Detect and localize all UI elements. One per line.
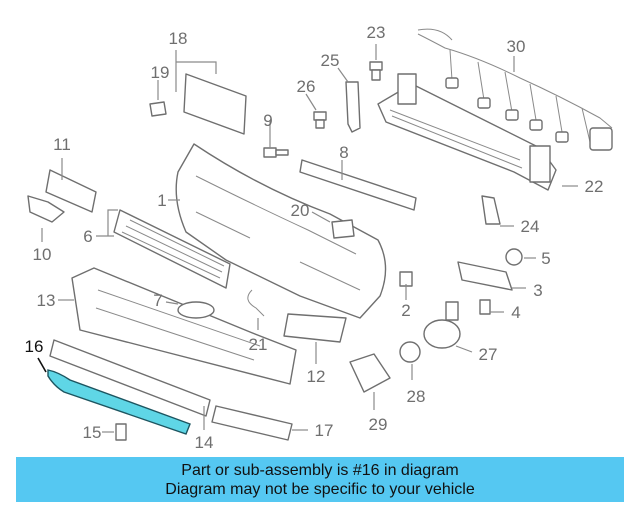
callout-23: 23 <box>367 23 386 42</box>
part-21-cable[interactable] <box>247 289 265 317</box>
part-15-pin[interactable] <box>115 423 127 441</box>
callout-26: 26 <box>297 77 316 96</box>
part-2-bolt[interactable] <box>399 271 413 287</box>
part-24-bracket[interactable] <box>481 195 501 225</box>
part-3-bracket[interactable] <box>457 261 513 291</box>
part-22-reinforcement-bar[interactable] <box>377 73 557 191</box>
callout-10: 10 <box>33 245 52 264</box>
callout-1: 1 <box>157 191 166 210</box>
part-18-plate-bracket[interactable] <box>183 73 247 135</box>
callout-11: 11 <box>53 135 71 154</box>
info-banner: Part or sub-assembly is #16 in diagram D… <box>16 457 624 502</box>
part-7-emblem[interactable] <box>177 301 215 319</box>
callout-labels: 18 19 23 30 25 26 9 11 8 1 22 20 24 6 10… <box>25 23 604 452</box>
part-27-sensor[interactable] <box>423 301 461 349</box>
part-30-wiring-harness[interactable] <box>417 28 613 151</box>
callout-24: 24 <box>521 217 540 236</box>
part-25-bracket[interactable] <box>345 81 361 133</box>
part-11-bracket[interactable] <box>45 169 97 213</box>
part-14-lower-strip[interactable] <box>49 339 211 417</box>
callout-7: 7 <box>153 291 162 310</box>
callout-4: 4 <box>511 303 520 322</box>
callout-30: 30 <box>507 37 526 56</box>
callout-19: 19 <box>151 63 170 82</box>
part-26-bolt[interactable] <box>313 111 327 129</box>
part-5-grommet[interactable] <box>505 248 523 266</box>
callout-8: 8 <box>339 143 348 162</box>
part-19-clip[interactable] <box>149 101 167 117</box>
callout-29: 29 <box>369 415 388 434</box>
parts-diagram: 18 19 23 30 25 26 9 11 8 1 22 20 24 6 10… <box>25 23 613 452</box>
callout-2: 2 <box>401 301 410 320</box>
part-17-lower-trim[interactable] <box>211 405 293 441</box>
part-4-screw[interactable] <box>479 299 491 315</box>
callout-20: 20 <box>291 201 310 220</box>
part-9-bolt[interactable] <box>263 147 289 158</box>
part-12-fog-grille[interactable] <box>283 313 347 343</box>
banner-line-part: Part or sub-assembly is #16 in diagram <box>181 462 459 479</box>
callout-15: 15 <box>83 423 102 442</box>
part-16-trim-strip[interactable] <box>47 369 191 435</box>
callout-28: 28 <box>407 387 426 406</box>
part-20-cap[interactable] <box>331 219 355 239</box>
callout-6: 6 <box>83 227 92 246</box>
callout-17: 17 <box>315 421 334 440</box>
callout-3: 3 <box>533 281 542 300</box>
callout-9: 9 <box>263 111 272 130</box>
callout-21: 21 <box>249 335 268 354</box>
part-10-sensor-holder[interactable] <box>27 195 65 223</box>
callout-27: 27 <box>479 345 498 364</box>
callout-22: 22 <box>585 177 604 196</box>
callout-13: 13 <box>37 291 56 310</box>
part-1-bumper-cover[interactable] <box>175 143 387 319</box>
callout-18: 18 <box>169 29 188 48</box>
callout-5: 5 <box>541 249 550 268</box>
part-6-grille[interactable] <box>113 209 231 289</box>
part-29-bracket[interactable] <box>349 353 391 393</box>
callout-16: 16 <box>25 337 44 356</box>
part-8-bracket[interactable] <box>299 159 417 211</box>
part-28-ring[interactable] <box>399 341 421 363</box>
part-23-bolt[interactable] <box>369 61 383 81</box>
callout-14: 14 <box>195 433 214 452</box>
banner-line-disclaimer: Diagram may not be specific to your vehi… <box>165 481 475 498</box>
part-13-undertray[interactable] <box>71 267 297 385</box>
callout-12: 12 <box>307 367 326 386</box>
leader-lines <box>37 44 578 433</box>
callout-25: 25 <box>321 51 340 70</box>
